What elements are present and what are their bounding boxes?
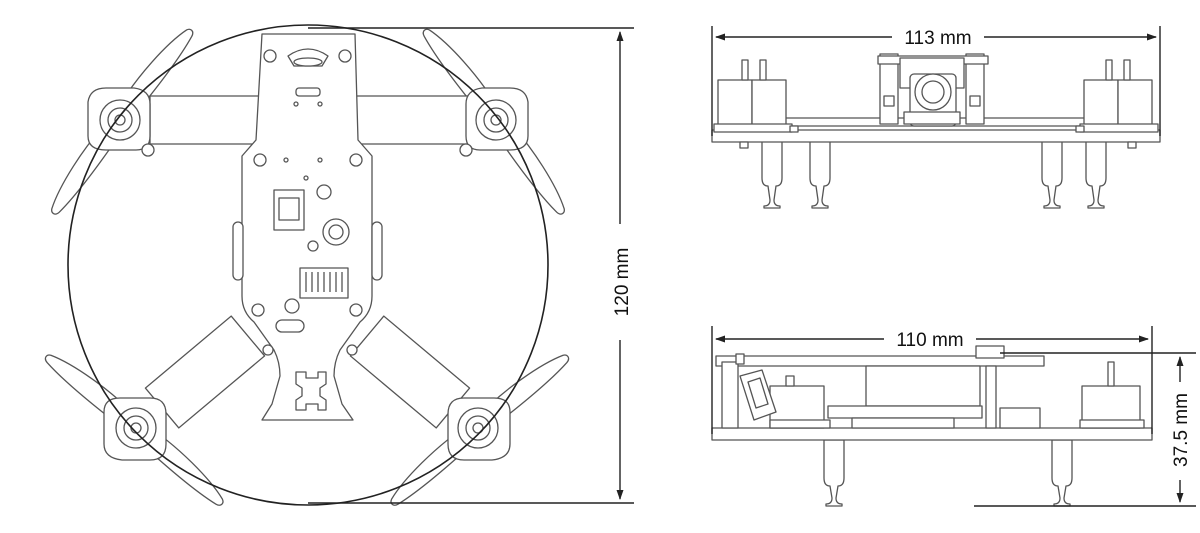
screw-holes [141, 49, 473, 356]
dimension-height-side [974, 352, 1196, 507]
led-top [316, 184, 332, 200]
motor-front-right [465, 87, 529, 151]
label-length-side: 110 mm [896, 330, 963, 351]
side-motor-rear [1079, 361, 1145, 429]
buzzer-center [328, 224, 344, 240]
side-bottom-plate [711, 427, 1153, 441]
arm-front-left [149, 95, 263, 145]
label-height-top: 120 mm [612, 248, 633, 317]
led-mid [307, 240, 319, 252]
label-height-side: 37.5 mm [1171, 393, 1192, 467]
side-antenna-mount [975, 345, 1005, 359]
motor-rear-right [447, 397, 511, 461]
top-view [44, 24, 570, 506]
frame-slot-right [371, 221, 383, 281]
connector-pins [305, 272, 343, 292]
dimension-height-top [308, 27, 634, 504]
motor-front-left [87, 87, 151, 151]
side-fc-lower [851, 417, 955, 429]
side-motor-front [769, 375, 831, 429]
front-motor-right [1079, 59, 1159, 133]
arm-front-right [355, 95, 469, 145]
front-camera-cage [877, 53, 989, 127]
frame-slot-bottom [275, 319, 305, 333]
side-fc-board [827, 405, 983, 419]
side-stack [865, 365, 981, 407]
dimension-width-front [711, 26, 1161, 136]
frame-slot-top [295, 87, 321, 97]
side-esc [999, 407, 1041, 429]
front-bolts [739, 125, 1137, 149]
vtx-inner [278, 197, 300, 221]
frame-body [241, 33, 373, 421]
side-standoff [985, 365, 997, 429]
side-camera [721, 353, 777, 429]
front-view [711, 53, 1161, 209]
side-view [711, 345, 1153, 507]
dimension-length-side [711, 326, 1153, 434]
battery-strap-slot [295, 371, 327, 411]
label-width-front: 113 mm [904, 28, 971, 49]
camera-lens-top [293, 57, 323, 67]
mount-hole-center [284, 298, 300, 314]
frame-slot-left [232, 221, 244, 281]
propeller-sweep-circle [67, 24, 549, 506]
front-motor-left [713, 59, 793, 133]
landing-legs-side [823, 439, 1073, 507]
landing-legs-front [761, 139, 1107, 209]
